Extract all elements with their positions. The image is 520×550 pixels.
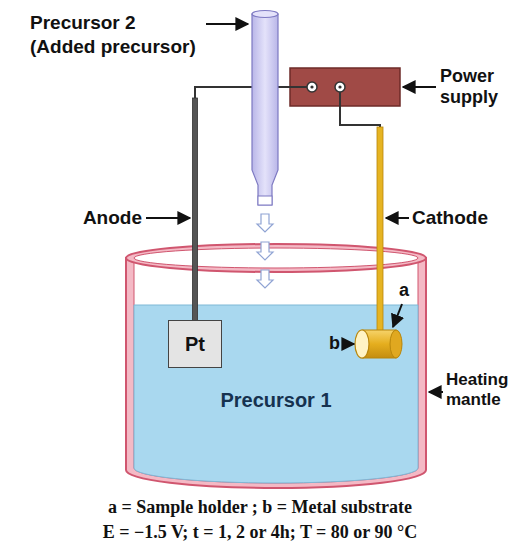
part-label: Power supply [440, 66, 498, 107]
part-label: Heating mantle [446, 370, 508, 409]
terminal-dot [338, 85, 341, 88]
drip-arrow [257, 214, 273, 232]
dropper-tube [252, 14, 278, 205]
terminal [307, 82, 317, 92]
pt-electrode: Pt [168, 320, 222, 368]
anode-rod [193, 98, 198, 322]
legend-note: a = Sample holder ; b = Metal substrate [108, 497, 412, 518]
beaker-rim [134, 248, 418, 268]
part-label: Precursor 2 [30, 12, 136, 34]
precursor-liquid [134, 305, 418, 483]
leader-arrow [206, 23, 248, 25]
anode-wire [195, 87, 307, 100]
part-label: Anode [83, 207, 142, 229]
beaker-inner [134, 258, 418, 483]
tube-tip [258, 196, 272, 205]
leader-arrow [386, 217, 409, 219]
node-text: Precursor 1 [134, 389, 418, 412]
tube-mouth [252, 11, 278, 18]
node-text: Pt [185, 333, 205, 356]
cathode-rod [377, 127, 383, 332]
terminal-dot [310, 85, 313, 88]
leader-arrow [146, 217, 190, 219]
leader-arrow [344, 343, 354, 345]
leader-arrow [393, 304, 402, 327]
cathode-wire [340, 92, 380, 128]
sample-holder-end [390, 330, 402, 358]
drip-arrow [257, 270, 273, 288]
drip-arrow [257, 242, 273, 260]
terminal [335, 82, 345, 92]
metal-substrate [355, 330, 369, 358]
leader-arrow [429, 391, 443, 393]
part-label: Cathode [412, 207, 488, 229]
precursor-bath: Precursor 1 Pt [134, 305, 418, 468]
condition-note: E = −1.5 V; t = 1, 2 or 4h; T = 80 or 90… [103, 522, 417, 543]
callout-letter: b [329, 333, 340, 354]
callout-letter: a [399, 280, 409, 301]
leader-arrow [403, 86, 436, 88]
part-label: (Added precursor) [30, 36, 196, 58]
